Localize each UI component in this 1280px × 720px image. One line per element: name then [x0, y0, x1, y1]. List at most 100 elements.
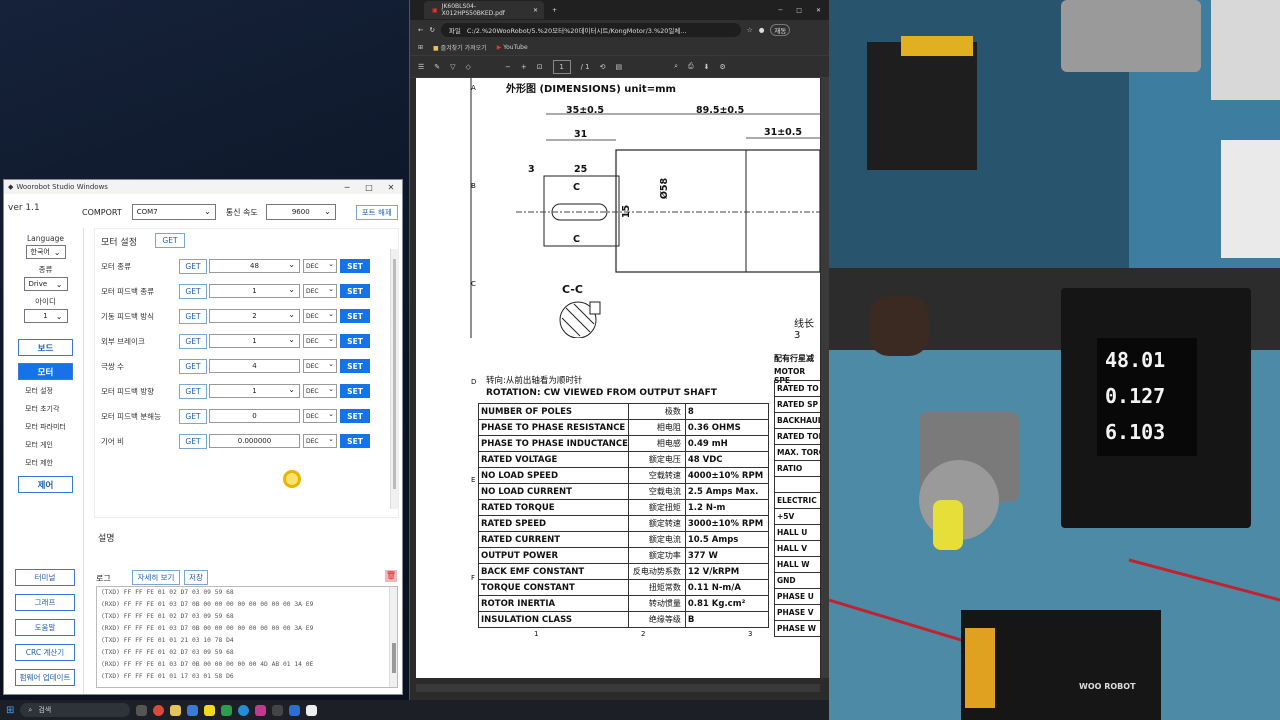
param-value-field[interactable]: 1⌄: [209, 284, 300, 298]
contents-icon[interactable]: ☰: [418, 62, 425, 71]
param-format-select[interactable]: DEC⌄: [303, 334, 337, 348]
param-set-button[interactable]: SET: [340, 334, 370, 348]
pdf-horizontal-scrollbar[interactable]: [416, 684, 820, 692]
app-icon[interactable]: [221, 704, 233, 716]
highlight-icon[interactable]: ▽: [450, 62, 456, 71]
zoom-in-icon[interactable]: +: [520, 62, 527, 71]
nav-motor[interactable]: 모터: [18, 363, 73, 380]
param-get-button[interactable]: GET: [179, 308, 207, 324]
param-format-select[interactable]: DEC⌄: [303, 409, 337, 423]
firmware-update-button[interactable]: 펌웨어 업데이트: [15, 669, 75, 686]
param-format-select[interactable]: DEC⌄: [303, 359, 337, 373]
draw-icon[interactable]: ✎: [434, 62, 441, 71]
apps-icon[interactable]: ⊞: [418, 44, 424, 51]
close-icon[interactable]: ✕: [387, 182, 395, 192]
new-tab-icon[interactable]: +: [552, 6, 558, 14]
edge-icon[interactable]: [238, 704, 250, 716]
pdf-tab[interactable]: ▣JK60BLS04-X012HPS50BKED.pdf✕: [424, 1, 544, 19]
param-get-button[interactable]: GET: [179, 258, 207, 274]
param-set-button[interactable]: SET: [340, 309, 370, 323]
type-select[interactable]: Drive⌄: [23, 277, 68, 291]
submenu-motor-settings[interactable]: 모터 설정: [25, 387, 53, 395]
param-get-button[interactable]: GET: [179, 383, 207, 399]
param-value-field[interactable]: 1⌄: [209, 384, 300, 398]
profile-label[interactable]: 재동: [770, 24, 791, 36]
comport-select[interactable]: COM7⌄: [131, 204, 216, 220]
erase-icon[interactable]: ◇: [465, 62, 471, 71]
param-value-field[interactable]: 4: [209, 359, 300, 373]
param-get-button[interactable]: GET: [179, 333, 207, 349]
refresh-icon[interactable]: ↻: [429, 26, 435, 34]
print-icon[interactable]: ⎙: [688, 62, 694, 70]
pdf-vertical-scrollbar[interactable]: [821, 78, 829, 678]
param-set-button[interactable]: SET: [340, 259, 370, 273]
nav-control[interactable]: 제어: [18, 476, 73, 493]
chrome-icon[interactable]: [153, 704, 165, 716]
submenu-motor-initial-angle[interactable]: 모터 초기각: [25, 405, 60, 413]
back-icon[interactable]: ←: [418, 26, 424, 34]
page-number-input[interactable]: 1: [552, 59, 571, 74]
minimize-icon[interactable]: ─: [778, 6, 783, 14]
param-get-button[interactable]: GET: [179, 433, 207, 449]
zoom-out-icon[interactable]: −: [504, 62, 511, 71]
profile-icon[interactable]: ●: [758, 26, 765, 34]
param-set-button[interactable]: SET: [340, 359, 370, 373]
save-icon[interactable]: ⬇: [703, 62, 710, 71]
param-get-button[interactable]: GET: [179, 358, 207, 374]
help-button[interactable]: 도움말: [15, 619, 75, 636]
param-value-field[interactable]: 1⌄: [209, 334, 300, 348]
param-get-button[interactable]: GET: [179, 408, 207, 424]
param-set-button[interactable]: SET: [340, 409, 370, 423]
log-save-button[interactable]: 저장: [184, 570, 208, 585]
param-value-field[interactable]: 2⌄: [209, 309, 300, 323]
param-format-select[interactable]: DEC⌄: [303, 434, 337, 448]
star-icon[interactable]: ☆: [746, 26, 753, 34]
param-set-button[interactable]: SET: [340, 284, 370, 298]
search-icon[interactable]: ⌕: [674, 62, 679, 70]
submenu-motor-gain[interactable]: 모터 게인: [25, 441, 53, 449]
param-get-button[interactable]: GET: [179, 283, 207, 299]
settings-icon[interactable]: ⚙: [719, 62, 726, 71]
terminal-button[interactable]: 터미널: [15, 569, 75, 586]
store-icon[interactable]: [187, 704, 199, 716]
bookmark-import[interactable]: ■ 즐겨찾기 가져오기: [433, 43, 487, 52]
windows-start-icon[interactable]: ⊞: [6, 704, 15, 716]
param-format-select[interactable]: DEC⌄: [303, 284, 337, 298]
nav-board[interactable]: 보드: [18, 339, 73, 356]
fit-icon[interactable]: ⊡: [536, 62, 543, 71]
language-select[interactable]: 한국어⌄: [25, 245, 66, 259]
app-icon[interactable]: [289, 704, 301, 716]
panel-scrollbar[interactable]: [390, 249, 398, 509]
param-value-field[interactable]: 48⌄: [209, 259, 300, 273]
id-select[interactable]: 1⌄: [23, 309, 68, 323]
submenu-motor-parameters[interactable]: 모터 파라미터: [25, 423, 66, 431]
maximize-icon[interactable]: □: [796, 6, 802, 14]
taskbar-search[interactable]: ⌕검색: [20, 703, 131, 717]
log-scrollbar[interactable]: [389, 587, 397, 687]
maximize-icon[interactable]: □: [365, 182, 373, 192]
rotate-icon[interactable]: ⟲: [599, 62, 606, 71]
tab-close-icon[interactable]: ✕: [532, 6, 538, 14]
task-view-icon[interactable]: [136, 704, 148, 716]
kakao-icon[interactable]: [204, 704, 216, 716]
trash-icon[interactable]: 🗑: [385, 570, 397, 582]
param-format-select[interactable]: DEC⌄: [303, 309, 337, 323]
app-icon[interactable]: [272, 704, 284, 716]
baud-select[interactable]: 9600⌄: [265, 204, 336, 220]
app-icon[interactable]: [255, 704, 267, 716]
param-value-field[interactable]: 0.000000: [209, 434, 300, 448]
bookmark-youtube[interactable]: ▶ YouTube: [497, 44, 528, 51]
param-value-field[interactable]: 0: [209, 409, 300, 423]
param-set-button[interactable]: SET: [340, 434, 370, 448]
param-set-button[interactable]: SET: [340, 384, 370, 398]
log-output[interactable]: (TXD) FF FF FE 01 02 D7 03 09 59 68(RXD)…: [96, 586, 398, 688]
close-icon[interactable]: ✕: [815, 6, 821, 14]
param-format-select[interactable]: DEC⌄: [303, 384, 337, 398]
graph-button[interactable]: 그래프: [15, 594, 75, 611]
woorobot-taskbar-icon[interactable]: [306, 704, 318, 716]
disconnect-button[interactable]: 포트 해제: [355, 204, 398, 220]
crc-calculator-button[interactable]: CRC 계산기: [15, 644, 75, 661]
log-detail-button[interactable]: 자세히 보기: [132, 570, 180, 585]
minimize-icon[interactable]: ─: [344, 182, 350, 192]
